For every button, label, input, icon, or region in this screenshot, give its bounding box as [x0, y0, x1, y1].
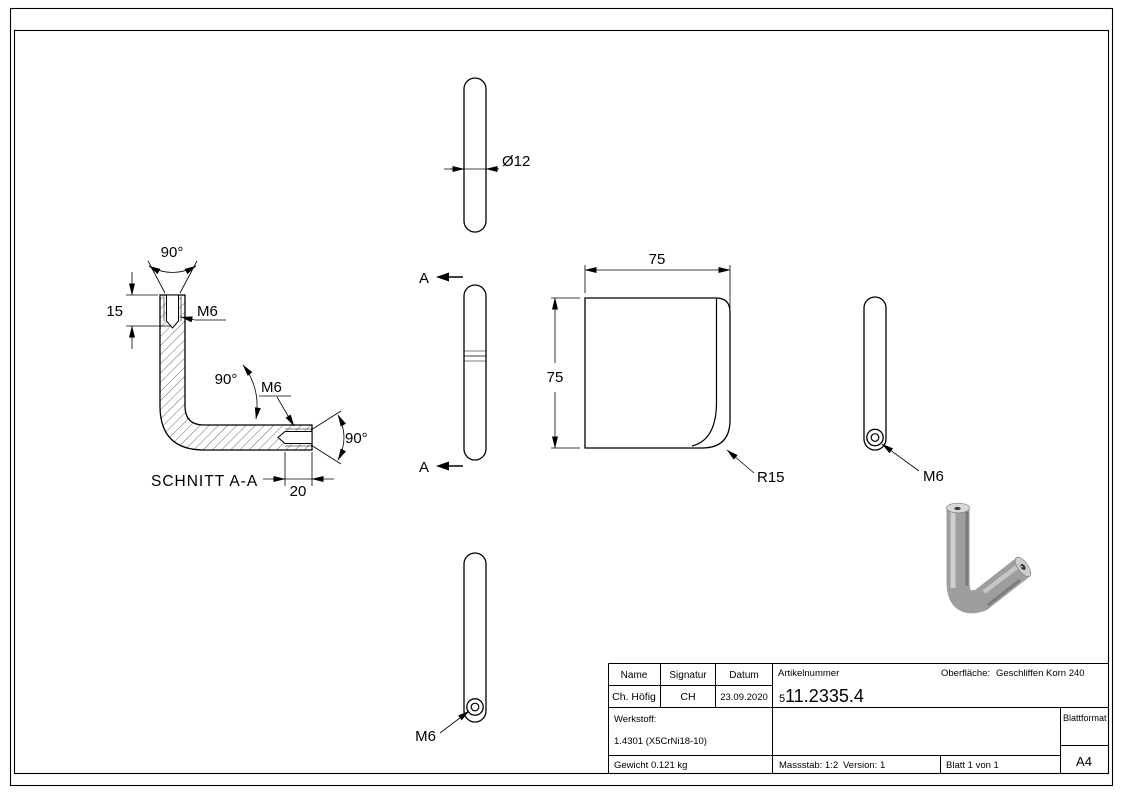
- tb-version-value: Version: 1: [843, 760, 885, 771]
- frame-outer: [9, 7, 1114, 787]
- view-side-rod: M6: [863, 296, 944, 485]
- tb-oberflaeche-label: Oberfläche:: [941, 668, 990, 679]
- dim-75-top: 75: [649, 251, 666, 268]
- dim-m6-bottom: M6: [415, 728, 436, 745]
- tb-blatt-value: Blatt 1 von 1: [946, 760, 999, 771]
- dim-r15: R15: [757, 469, 785, 486]
- dim-m6-top: M6: [197, 303, 218, 320]
- dim-dia12-label: Ø12: [502, 153, 530, 170]
- tb-datum-label: Datum: [729, 670, 758, 681]
- view-top-rod: Ø12: [444, 77, 530, 233]
- 3d-end-hole: [1020, 563, 1026, 571]
- dim-90-right: 90°: [345, 430, 368, 447]
- dim-m6-right: M6: [261, 379, 282, 396]
- tb-signatur-value: CH: [680, 691, 695, 703]
- tb-name-value: Ch. Höfig: [612, 691, 656, 703]
- tb-blattformat-label: Blattformat: [1063, 713, 1107, 723]
- section-mark-a-bottom: A: [419, 459, 429, 476]
- tb-artikelnummer-value: 511.2335.4: [779, 686, 864, 706]
- tb-blattformat-value: A4: [1076, 754, 1092, 769]
- frame-inner: [13, 29, 1110, 775]
- tb-signatur-label: Signatur: [669, 670, 707, 681]
- 3d-highlight-angled: [982, 564, 1020, 594]
- dim-m6-side: M6: [923, 468, 944, 485]
- 3d-tube-body: [946, 508, 1030, 614]
- dim-90-top: 90°: [161, 244, 184, 261]
- tb-werkstoff-label: Werkstoff:: [614, 714, 656, 725]
- 3d-top-hole: [954, 506, 961, 511]
- view-bottom-rod: M6: [415, 552, 487, 745]
- tb-artikelnummer-label: Artikelnummer: [778, 668, 839, 679]
- 3d-end-hole-glint: [1020, 565, 1023, 568]
- tb-werkstoff-value: 1.4301 (X5CrNi18-10): [614, 736, 707, 747]
- dim-75-left: 75: [547, 369, 564, 386]
- dim-15: 15: [106, 303, 123, 320]
- section-arrow-bottom: [436, 461, 449, 471]
- 3d-shade-angled: [987, 578, 1021, 607]
- section-view-title: SCHNITT A-A: [151, 473, 258, 490]
- section-mark-a-top: A: [419, 270, 429, 287]
- tb-gewicht-value: Gewicht 0.121 kg: [614, 760, 687, 771]
- tb-datum-value: 23.09.2020: [720, 692, 768, 703]
- tb-name-label: Name: [621, 670, 648, 681]
- tb-oberflaeche-value: Geschliffen Korn 240: [996, 668, 1085, 679]
- dim-20: 20: [290, 483, 307, 500]
- view-section-marked-rod: A A: [419, 270, 487, 476]
- view-3d-render: [946, 502, 1032, 614]
- title-block: Name Signatur Datum Ch. Höfig CH 23.09.2…: [608, 663, 1109, 774]
- tb-massstab-value: Massstab: 1:2: [779, 760, 838, 771]
- dim-90-bend: 90°: [215, 371, 238, 388]
- view-section-aa: 15 90° M6 90° M6 90° 20 SCHNITT A-A: [106, 244, 367, 500]
- section-arrow-top: [436, 272, 449, 282]
- view-front: 75 75 R15: [547, 251, 785, 486]
